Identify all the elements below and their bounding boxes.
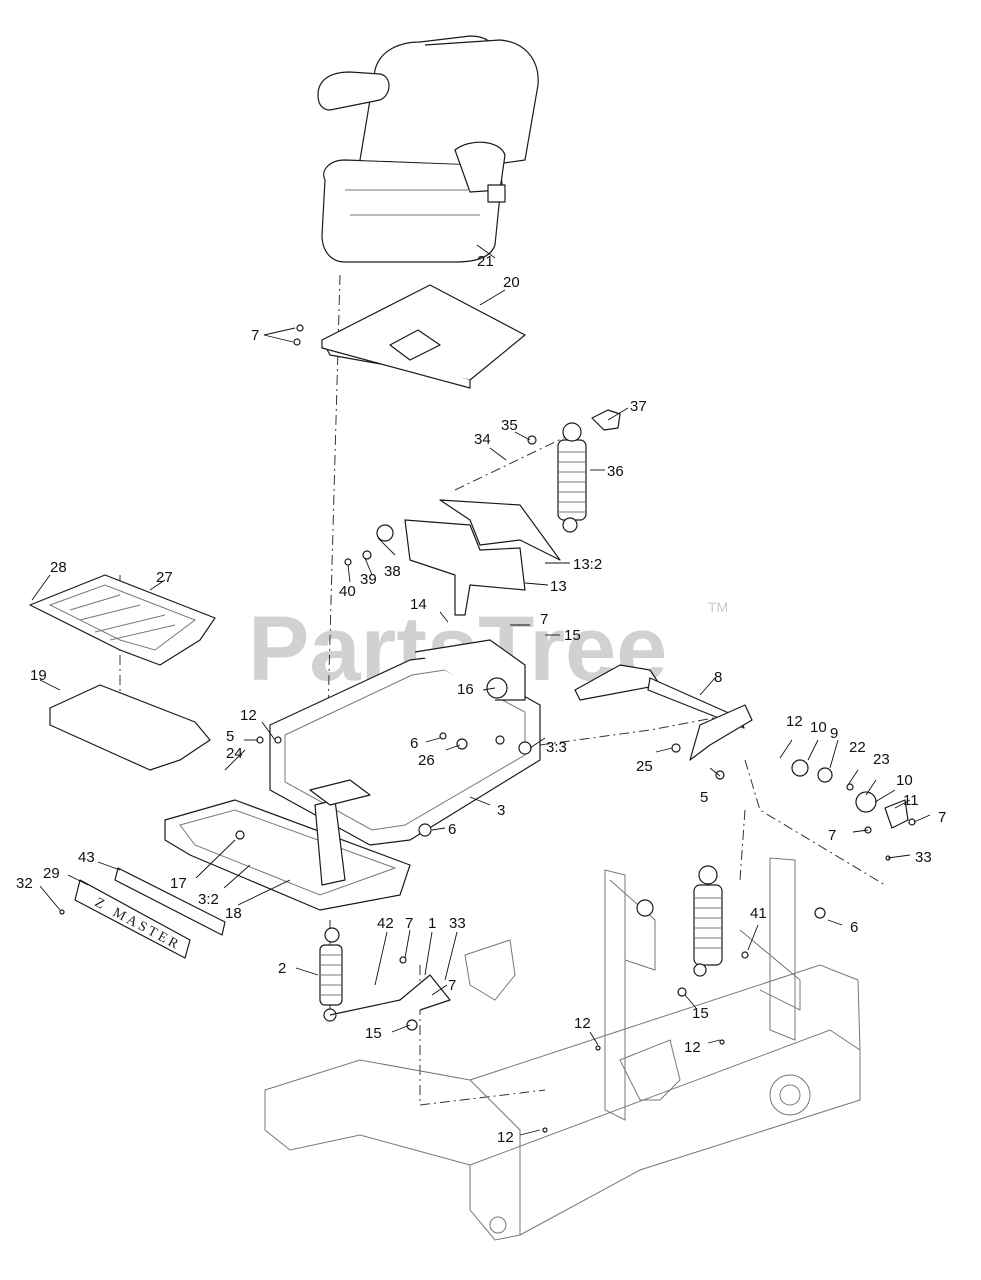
callout-17: 17 <box>170 875 187 892</box>
callout-43: 43 <box>78 849 95 866</box>
callout-3-2: 3:2 <box>198 891 219 908</box>
callout-11: 11 <box>903 792 919 809</box>
seat <box>317 35 539 263</box>
callout-6-right: 6 <box>850 919 858 936</box>
callout-6-lower: 6 <box>448 821 456 838</box>
callout-36: 36 <box>607 463 624 480</box>
pivot-bracket <box>344 499 561 616</box>
tractor-chassis <box>264 857 861 1241</box>
callout-7-lower-a: 7 <box>405 915 413 932</box>
callout-labels: 21 20 7 37 35 34 36 13:2 13 38 39 40 14 … <box>16 253 946 1146</box>
callout-39: 39 <box>360 571 377 588</box>
callout-33-right: 33 <box>915 849 932 866</box>
callout-41: 41 <box>750 905 767 922</box>
callout-15: 15 <box>564 627 581 644</box>
callout-14: 14 <box>410 596 427 613</box>
callout-8: 8 <box>714 669 722 686</box>
callout-42: 42 <box>377 915 394 932</box>
callout-7-lower-b: 7 <box>448 977 456 994</box>
callout-20: 20 <box>503 274 520 291</box>
callout-40: 40 <box>339 583 356 600</box>
callout-21: 21 <box>477 253 494 270</box>
callout-26: 26 <box>418 752 435 769</box>
z-master-decal: Z MASTER <box>59 867 226 959</box>
floor-mat <box>29 574 216 666</box>
callout-38: 38 <box>384 563 401 580</box>
callout-13: 13 <box>550 578 567 595</box>
bushing-stack <box>791 759 916 861</box>
callout-12-lowright: 12 <box>684 1039 701 1056</box>
callout-12-mid: 12 <box>574 1015 591 1032</box>
watermark-trademark: TM <box>708 599 728 615</box>
callout-12-left: 12 <box>240 707 257 724</box>
callout-9: 9 <box>830 725 838 742</box>
callout-1: 1 <box>428 915 436 932</box>
leader-lines <box>31 244 931 1136</box>
callout-3: 3 <box>497 802 505 819</box>
callout-29: 29 <box>43 865 60 882</box>
callout-12-bottom: 12 <box>497 1129 514 1146</box>
callout-15-right: 15 <box>692 1005 709 1022</box>
torsion-bar <box>574 664 753 780</box>
callout-7-upper: 7 <box>540 611 548 628</box>
callout-22: 22 <box>849 739 866 756</box>
callout-16: 16 <box>457 681 474 698</box>
shock-absorber-upper <box>527 409 621 533</box>
decal-word: MASTER <box>110 905 183 953</box>
callout-25: 25 <box>636 758 653 775</box>
seat-plate <box>293 284 526 389</box>
callout-28: 28 <box>50 559 67 576</box>
callout-37: 37 <box>630 398 647 415</box>
shock-absorber-lower <box>319 927 451 1031</box>
callout-2: 2 <box>278 960 286 977</box>
callout-24: 24 <box>226 745 243 762</box>
callout-7-right-b: 7 <box>938 809 946 826</box>
callout-33-lower: 33 <box>449 915 466 932</box>
callout-7-right-a: 7 <box>828 827 836 844</box>
callout-12-right: 12 <box>786 713 803 730</box>
callout-5-right: 5 <box>700 789 708 806</box>
foot-deck <box>164 779 411 911</box>
callout-19: 19 <box>30 667 47 684</box>
callout-35: 35 <box>501 417 518 434</box>
callout-32: 32 <box>16 875 33 892</box>
callout-10-b: 10 <box>896 772 913 789</box>
callout-7: 7 <box>251 327 259 344</box>
callout-5-left: 5 <box>226 728 234 745</box>
shock-absorber-rear <box>677 865 749 997</box>
callout-13-2: 13:2 <box>573 556 602 573</box>
callout-27: 27 <box>156 569 173 586</box>
callout-15-lower: 15 <box>365 1025 382 1042</box>
callout-3-3: 3:3 <box>546 739 567 756</box>
callout-18: 18 <box>225 905 242 922</box>
callout-10-a: 10 <box>810 719 827 736</box>
floor-pan <box>49 684 211 771</box>
callout-34: 34 <box>474 431 491 448</box>
callout-6-center: 6 <box>410 735 418 752</box>
callout-23: 23 <box>873 751 890 768</box>
